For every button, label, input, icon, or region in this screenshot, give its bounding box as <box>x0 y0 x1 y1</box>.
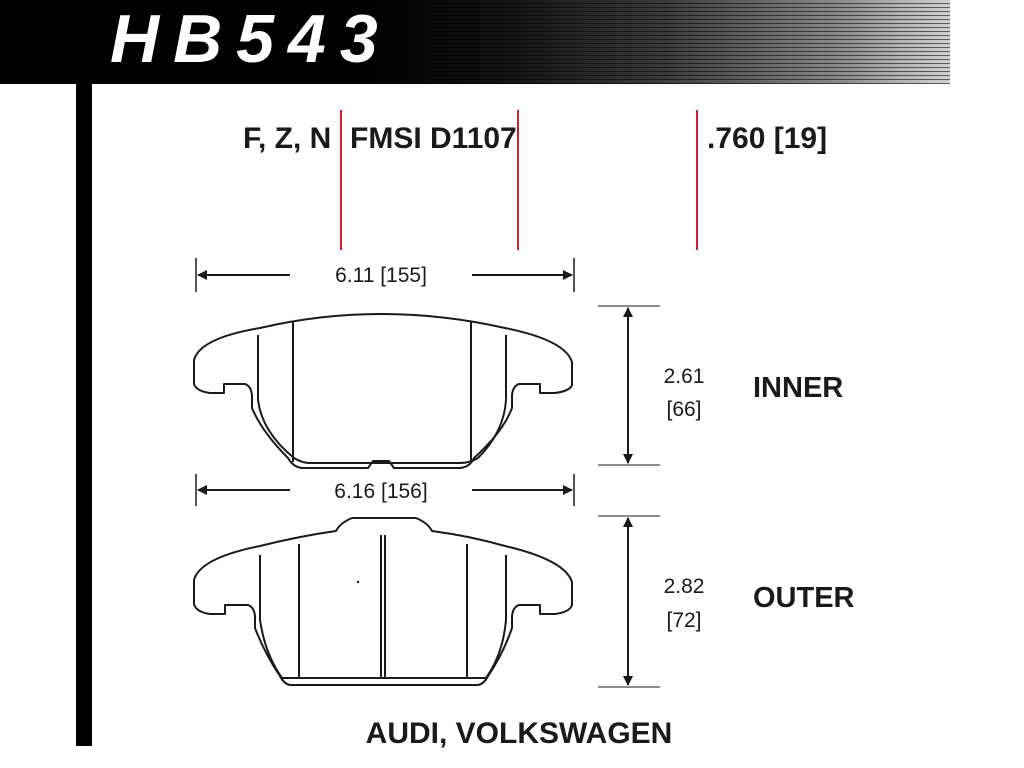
outer-height-mm: [72] <box>666 609 701 632</box>
inner-height-mm: [66] <box>666 398 701 421</box>
fmsi-number: FMSI D1107 <box>350 122 517 155</box>
inner-pad-outline <box>193 313 573 469</box>
outer-height-in: 2.82 <box>664 575 705 598</box>
inner-width-label: 6.11 [155] <box>335 264 427 287</box>
outer-width-label: 6.16 [156] <box>334 480 427 503</box>
header-gradient <box>364 0 1024 84</box>
part-number-title: HB543 <box>110 1 392 77</box>
applications-label: AUDI, VOLKSWAGEN <box>366 717 673 750</box>
outer-side-label: OUTER <box>753 582 855 614</box>
left-border-bar <box>76 84 92 746</box>
inner-height-in: 2.61 <box>664 365 705 388</box>
outer-pad-outline <box>193 517 573 686</box>
header-cutout <box>950 0 1024 84</box>
header-band <box>0 0 1024 84</box>
compound-codes: F, Z, N <box>243 122 331 155</box>
inner-side-label: INNER <box>753 372 843 404</box>
pad-thickness: .760 [19] <box>707 122 827 155</box>
